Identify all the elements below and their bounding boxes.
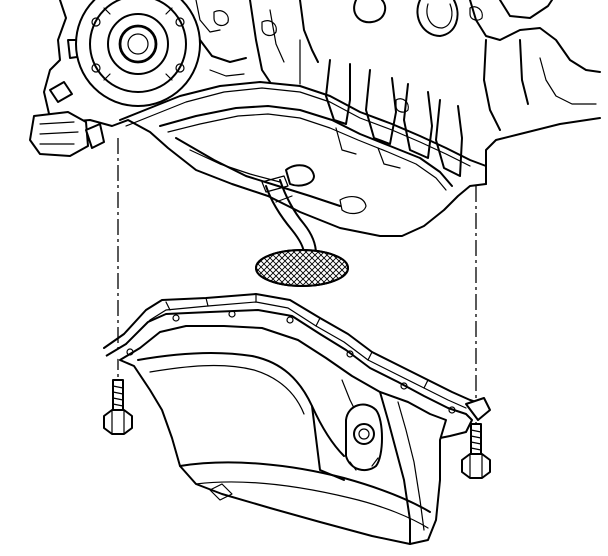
oil-pan-bolt-right	[461, 423, 491, 479]
oil-pan	[105, 309, 491, 545]
rear-main-seal-housing	[75, 0, 201, 107]
oil-pump-pickup-screen	[255, 249, 349, 287]
engine-block-lower	[29, 0, 601, 237]
oil-pump-pickup-tube	[261, 175, 317, 255]
oil-drain-plug-boss	[345, 403, 383, 472]
oil-pan-gasket	[103, 293, 483, 409]
oil-pan-bolt-left	[103, 379, 133, 435]
